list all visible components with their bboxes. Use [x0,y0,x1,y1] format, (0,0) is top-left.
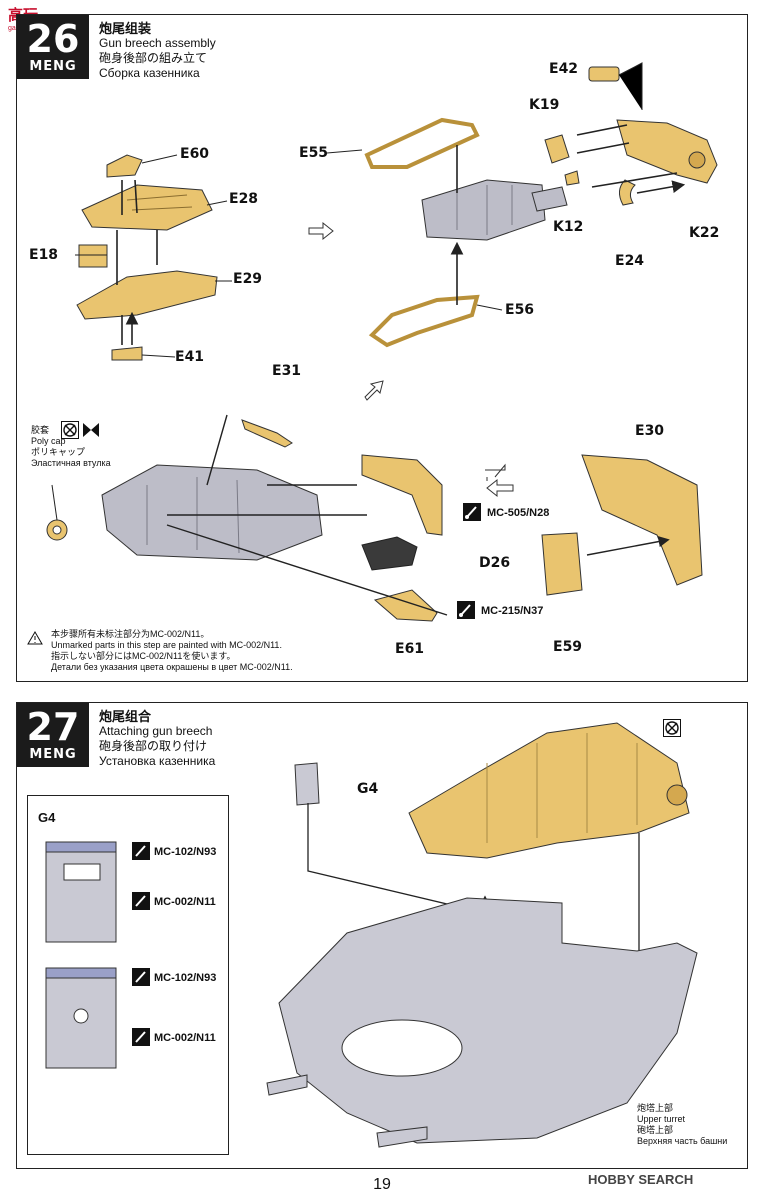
step-27-number: 27 [26,705,80,749]
step-26-brand: MENG [29,59,77,74]
step-27-illustration [266,722,698,1148]
note-ru: Детали без указания цвета окрашены в цве… [51,662,293,672]
page-number: 19 [373,1176,391,1193]
step-27-badge: 27 MENG [17,703,89,767]
note-en: Unmarked parts in this step are painted … [51,640,282,650]
paint-brush-icon [132,1028,150,1046]
paint-brush-icon [132,842,150,860]
polycap-ja: ポリキャップ [31,447,86,457]
part-label-k19: K19 [529,97,560,113]
part-label-e42: E42 [549,61,579,77]
paint-code-mc505: MC-505/N28 [487,507,550,519]
part-label-e56: E56 [505,302,535,318]
part-label-e18: E18 [29,247,59,263]
part-label-e31: E31 [272,363,302,379]
paint-brush-icon [132,892,150,910]
inset-paint-1: MC-102/N93 [154,846,217,858]
inset-paint-4: MC-002/N11 [154,1032,216,1044]
step-26-illustration [46,62,718,622]
part-label-e60: E60 [180,146,210,162]
part-label-e59: E59 [553,639,583,655]
part-label-g4: G4 [357,781,379,797]
polycap-no-glue-icon [61,421,79,439]
step-26-badge: 26 MENG [17,15,89,79]
step-26-title-zh: 炮尾组装 [99,21,152,36]
middle-breech-assembly [326,117,568,348]
paint-brush-icon [463,503,481,521]
right-breech-parts [544,62,718,206]
step-26-titles: 炮尾组装 Gun breech assembly 砲身後部の組み立て Сборк… [99,21,216,81]
no-glue-icon [663,719,681,737]
polycap-zh: 胶套 [31,425,50,435]
polycap-direction-icon [83,423,99,442]
part-label-e24: E24 [615,253,645,269]
part-label-e30: E30 [635,423,665,439]
turret-en: Upper turret [637,1114,686,1124]
paint-code-mc215: MC-215/N37 [481,605,544,617]
paint-brush-icon [132,968,150,986]
polycap-label: 胶套 Poly cap ポリキャップ Эластичная втулка [31,425,111,469]
step-27-title-ru: Установка казенника [99,754,216,768]
part-label-e29: E29 [233,271,263,287]
warning-icon [27,631,43,645]
step-26-panel: 26 MENG 炮尾组装 Gun breech assembly 砲身後部の組み… [16,14,748,682]
step-27-brand: MENG [29,747,77,762]
part-label-e28: E28 [229,191,259,207]
step-27-titles: 炮尾组合 Attaching gun breech 砲身後部の取り付け Уста… [99,709,215,769]
g4-views [45,841,117,1069]
polycap-ru: Эластичная втулка [31,458,111,468]
left-breech-subassembly [75,154,232,361]
part-label-k12: K12 [553,219,584,235]
upper-turret-label: 炮塔上部 Upper turret 砲塔上部 Верхняя часть баш… [637,1103,727,1147]
step-26-title-en: Gun breech assembly [99,36,216,50]
part-label-e41: E41 [175,349,205,365]
part-label-e61: E61 [395,641,425,657]
inset-paint-3: MC-102/N93 [154,972,217,984]
step-27-title-en: Attaching gun breech [99,724,213,738]
part-label-e55: E55 [299,145,329,161]
turret-ja: 砲塔上部 [637,1125,674,1135]
step-26-title-ru: Сборка казенника [99,66,200,80]
paint-note: 本步骤所有未标注部分为MC-002/N11。 Unmarked parts in… [27,629,293,673]
hobbysearch-watermark: HOBBY SEARCH [588,1172,694,1187]
step-27-panel: 27 MENG 炮尾组合 Attaching gun breech 砲身後部の取… [16,702,748,1169]
inset-title: G4 [38,810,56,825]
inset-paint-2: MC-002/N11 [154,896,216,908]
turret-ru: Верхняя часть башни [637,1136,728,1146]
step-27-title-zh: 炮尾组合 [99,709,152,724]
step-26-number: 26 [26,17,80,61]
turret-zh: 炮塔上部 [637,1103,674,1113]
paint-brush-icon [457,601,475,619]
part-label-d26: D26 [479,555,511,571]
step-26-title-ja: 砲身後部の組み立て [99,51,208,65]
part-label-k22: K22 [689,225,720,241]
g4-painting-inset: G4 MC-102/N93 MC-002/N11 MC-102/N93 MC-0… [27,795,229,1155]
note-ja: 指示しない部分にはMC-002/N11を使います。 [51,651,236,661]
note-zh: 本步骤所有未标注部分为MC-002/N11。 [51,629,210,639]
polycap-en: Poly cap [31,436,66,446]
lower-breech-assembly [46,414,703,622]
step-27-title-ja: 砲身後部の取り付け [99,739,208,753]
